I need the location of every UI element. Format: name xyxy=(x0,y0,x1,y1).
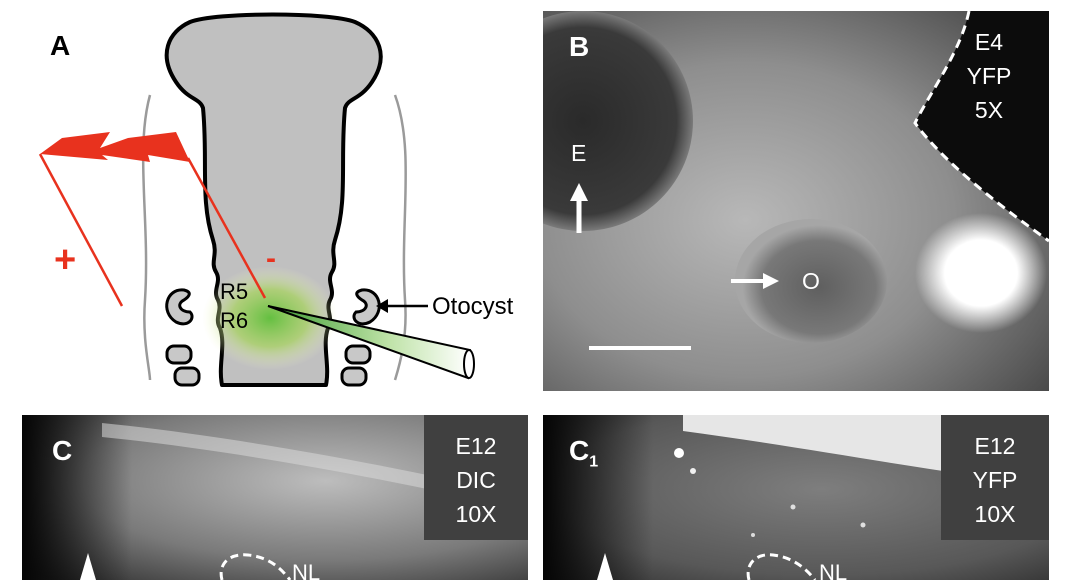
otocyst-arrow-head xyxy=(763,273,779,289)
embryo-outline-right xyxy=(393,94,407,381)
arrowhead-marker xyxy=(597,553,613,580)
panel-c1-info-box xyxy=(941,415,1049,540)
neural-tube-dark-region xyxy=(915,11,1049,241)
panel-c1-micrograph: NL xyxy=(543,415,1049,580)
info-magnification: 10X xyxy=(974,501,1016,527)
fluorescent-speck xyxy=(790,504,796,510)
panel-a-label: A xyxy=(50,30,71,61)
somite xyxy=(173,366,201,387)
panel-c1-label-sub: 1 xyxy=(589,453,599,471)
panel-c1-label-main: C xyxy=(569,435,590,466)
o-marker-label: O xyxy=(802,268,820,294)
panel-c1-info: E12 YFP 10X xyxy=(965,429,1025,531)
info-magnification: 10X xyxy=(455,501,497,527)
electrode-negative-wire xyxy=(186,157,267,299)
info-channel: YFP xyxy=(966,63,1012,89)
info-stage: E4 xyxy=(974,29,1004,55)
nl-label: NL xyxy=(292,560,320,580)
panel-c-micrograph: NL xyxy=(22,415,528,580)
panel-c: NL C E12 DIC 10X xyxy=(22,415,528,580)
eye-region xyxy=(543,11,693,231)
otocyst-right xyxy=(352,288,381,326)
rhombomere-r6-label: R6 xyxy=(220,308,248,333)
panel-c-label: C xyxy=(52,435,73,466)
nl-outline xyxy=(746,553,817,580)
info-stage: E12 xyxy=(974,433,1016,459)
hindbrain-boundary xyxy=(913,11,1049,243)
embryo-axis-arrow-head xyxy=(570,183,588,201)
e-marker-label: E xyxy=(571,140,586,166)
panel-b: E O B E4 YFP 5X xyxy=(543,11,1049,391)
yfp-fluorescence xyxy=(915,213,1047,333)
otocyst-arrow-head xyxy=(376,299,388,313)
info-channel: DIC xyxy=(456,467,496,493)
electrode-lightning xyxy=(40,132,190,162)
panel-b-info: E4 YFP 5X xyxy=(959,25,1019,127)
panel-a: + - R5 R6 Otocyst A xyxy=(0,0,540,400)
electrode-positive-wire xyxy=(38,153,124,307)
embryo-schematic: + - R5 R6 Otocyst xyxy=(38,12,514,387)
panel-c1-label: C1 xyxy=(569,435,598,472)
somite xyxy=(344,344,372,365)
panel-b-micrograph: E O xyxy=(543,11,1049,391)
fluorescent-speck xyxy=(860,522,866,528)
injection-glow xyxy=(202,266,338,370)
fluorescent-speck xyxy=(690,468,696,474)
nl-outline xyxy=(219,553,292,580)
nl-label: NL xyxy=(819,560,847,580)
panel-c-info: E12 DIC 10X xyxy=(446,429,506,531)
panel-c1: NL C1 E12 YFP 10X xyxy=(543,415,1049,580)
arrowhead-marker xyxy=(80,553,96,580)
panel-b-label: B xyxy=(569,31,590,62)
electrode-minus-sign: - xyxy=(266,242,276,275)
info-channel: YFP xyxy=(972,467,1018,493)
otocyst-left xyxy=(165,288,194,326)
somite xyxy=(340,366,368,387)
panel-c-info-box xyxy=(424,415,528,540)
otocyst-region xyxy=(735,219,887,343)
fluorescent-speck xyxy=(674,448,684,458)
rhombomere-r5-label: R5 xyxy=(220,279,248,304)
info-stage: E12 xyxy=(455,433,497,459)
otocyst-label: Otocyst xyxy=(432,293,514,320)
electrode-plus-sign: + xyxy=(54,239,76,281)
somite xyxy=(165,344,193,365)
fluorescent-speck xyxy=(751,533,755,537)
info-magnification: 5X xyxy=(974,97,1004,123)
pipette-end xyxy=(463,349,475,379)
tissue-edge-band xyxy=(102,423,528,511)
